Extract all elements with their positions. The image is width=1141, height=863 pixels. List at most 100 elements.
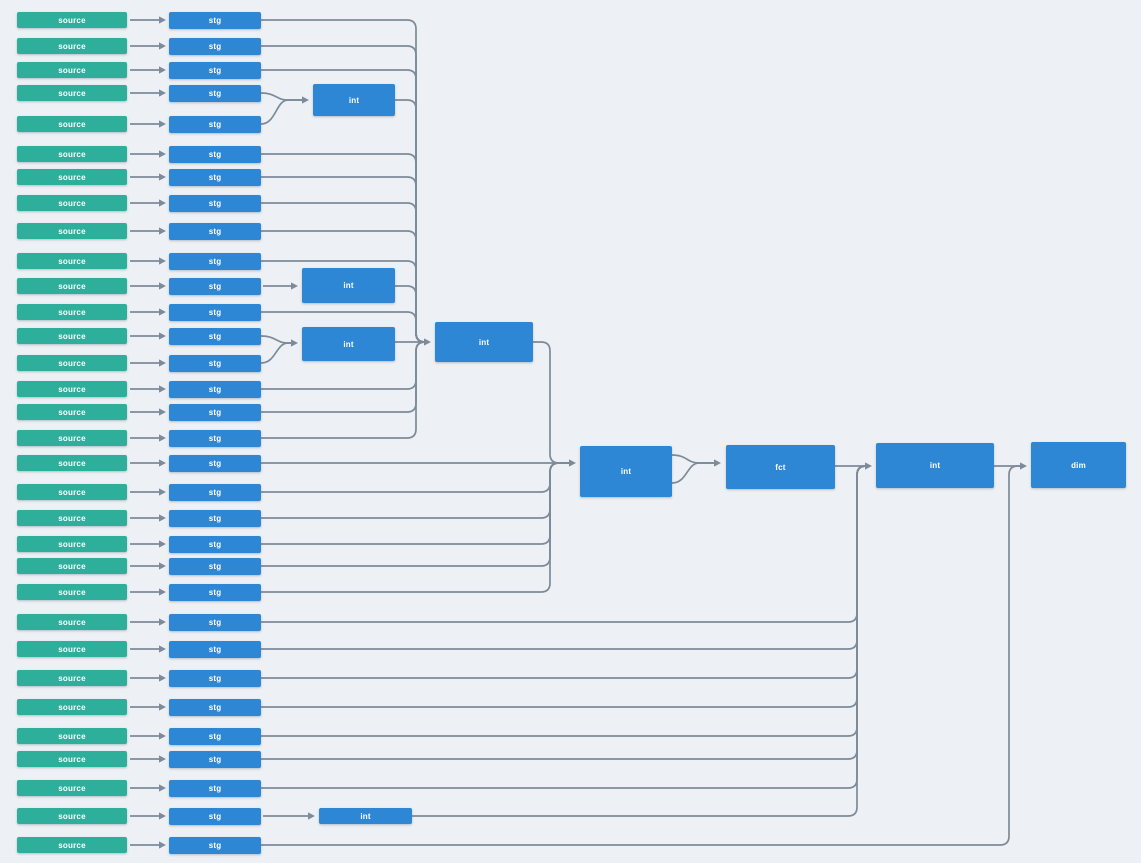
- node-stg[interactable]: stg: [169, 836, 261, 854]
- node-stg[interactable]: stg: [169, 750, 261, 768]
- arrowhead-icon: [159, 308, 166, 316]
- node-stg[interactable]: stg: [169, 145, 261, 163]
- node-source[interactable]: source: [17, 780, 127, 796]
- arrowhead-icon: [159, 16, 166, 24]
- node-source[interactable]: source: [17, 278, 127, 294]
- node-source[interactable]: source: [17, 195, 127, 211]
- node-source[interactable]: source: [17, 253, 127, 269]
- arrowhead-icon: [159, 199, 166, 207]
- node-source[interactable]: source: [17, 728, 127, 744]
- node-source[interactable]: source: [17, 223, 127, 239]
- node-stg[interactable]: stg: [169, 252, 261, 270]
- node-stg[interactable]: stg: [169, 454, 261, 472]
- node-source[interactable]: source: [17, 404, 127, 420]
- edge: [261, 462, 570, 519]
- edge: [261, 465, 867, 737]
- node-source[interactable]: source: [17, 328, 127, 344]
- node-stg[interactable]: stg: [169, 613, 261, 631]
- arrowhead-icon: [159, 732, 166, 740]
- edge: [260, 342, 292, 364]
- node-stg[interactable]: stg: [169, 61, 261, 79]
- node-dim[interactable]: dim: [1031, 442, 1126, 488]
- edge: [261, 465, 867, 679]
- node-stg[interactable]: stg: [169, 509, 261, 527]
- node-source[interactable]: source: [17, 641, 127, 657]
- node-source[interactable]: source: [17, 837, 127, 853]
- arrowhead-icon: [159, 359, 166, 367]
- arrowhead-icon: [159, 540, 166, 548]
- arrowhead-icon: [291, 282, 298, 290]
- node-stg[interactable]: stg: [169, 727, 261, 745]
- node-int[interactable]: int: [302, 327, 395, 361]
- node-source[interactable]: source: [17, 85, 127, 101]
- node-source[interactable]: source: [17, 751, 127, 767]
- node-source[interactable]: source: [17, 62, 127, 78]
- node-int[interactable]: int: [876, 443, 994, 488]
- arrowhead-icon: [159, 120, 166, 128]
- node-stg[interactable]: stg: [169, 84, 261, 102]
- node-stg[interactable]: stg: [169, 535, 261, 553]
- node-stg[interactable]: stg: [169, 11, 261, 29]
- node-source[interactable]: source: [17, 430, 127, 446]
- node-int[interactable]: int: [319, 808, 412, 824]
- node-source[interactable]: source: [17, 169, 127, 185]
- node-source[interactable]: source: [17, 510, 127, 526]
- node-stg[interactable]: stg: [169, 583, 261, 601]
- node-source[interactable]: source: [17, 699, 127, 715]
- node-source[interactable]: source: [17, 304, 127, 320]
- node-source[interactable]: source: [17, 484, 127, 500]
- node-stg[interactable]: stg: [169, 779, 261, 797]
- edge: [261, 341, 426, 439]
- node-source[interactable]: source: [17, 146, 127, 162]
- edge: [261, 462, 570, 545]
- node-source[interactable]: source: [17, 558, 127, 574]
- node-stg[interactable]: stg: [169, 37, 261, 55]
- node-stg[interactable]: stg: [169, 669, 261, 687]
- node-source[interactable]: source: [17, 355, 127, 371]
- arrowhead-icon: [159, 66, 166, 74]
- arrowhead-icon: [159, 488, 166, 496]
- node-source[interactable]: source: [17, 38, 127, 54]
- node-source[interactable]: source: [17, 116, 127, 132]
- arrowhead-icon: [714, 459, 721, 467]
- edge: [260, 335, 292, 344]
- arrowhead-icon: [291, 339, 298, 347]
- node-stg[interactable]: stg: [169, 483, 261, 501]
- arrowhead-icon: [159, 514, 166, 522]
- node-source[interactable]: source: [17, 381, 127, 397]
- node-stg[interactable]: stg: [169, 380, 261, 398]
- node-source[interactable]: source: [17, 536, 127, 552]
- node-stg[interactable]: stg: [169, 303, 261, 321]
- arrowhead-icon: [159, 150, 166, 158]
- node-source[interactable]: source: [17, 670, 127, 686]
- node-stg[interactable]: stg: [169, 115, 261, 133]
- node-source[interactable]: source: [17, 12, 127, 28]
- arrowhead-icon: [159, 618, 166, 626]
- node-int[interactable]: int: [580, 446, 672, 497]
- node-source[interactable]: source: [17, 584, 127, 600]
- node-source[interactable]: source: [17, 614, 127, 630]
- node-stg[interactable]: stg: [169, 557, 261, 575]
- node-stg[interactable]: stg: [169, 277, 261, 295]
- node-source[interactable]: source: [17, 455, 127, 471]
- node-int[interactable]: int: [313, 84, 395, 116]
- node-stg[interactable]: stg: [169, 354, 261, 372]
- node-source[interactable]: source: [17, 808, 127, 824]
- edge: [261, 311, 426, 343]
- edge: [533, 341, 570, 464]
- node-stg[interactable]: stg: [169, 168, 261, 186]
- node-stg[interactable]: stg: [169, 194, 261, 212]
- node-int[interactable]: int: [435, 322, 533, 362]
- node-stg[interactable]: stg: [169, 698, 261, 716]
- node-fct[interactable]: fct: [726, 445, 835, 489]
- node-stg[interactable]: stg: [169, 807, 261, 825]
- edge: [261, 462, 570, 593]
- node-stg[interactable]: stg: [169, 327, 261, 345]
- node-stg[interactable]: stg: [169, 403, 261, 421]
- node-stg[interactable]: stg: [169, 640, 261, 658]
- node-stg[interactable]: stg: [169, 429, 261, 447]
- node-stg[interactable]: stg: [169, 222, 261, 240]
- node-int[interactable]: int: [302, 268, 395, 303]
